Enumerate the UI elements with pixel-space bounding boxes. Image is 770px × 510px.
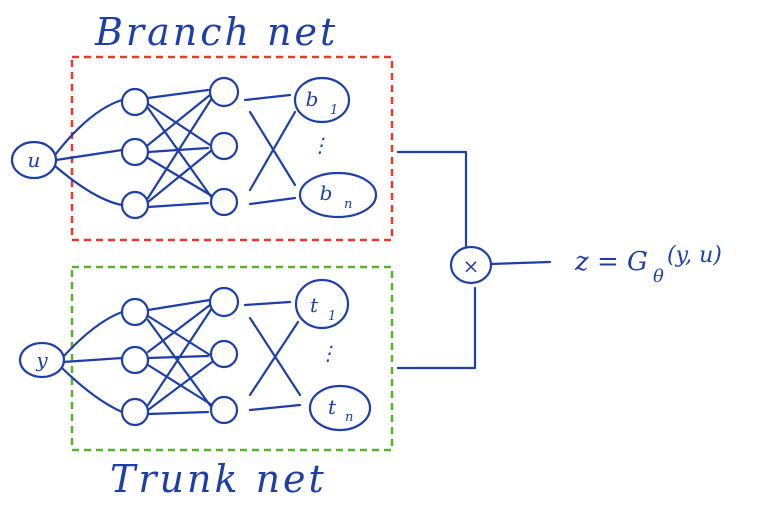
branch-net-title: Branch net — [94, 10, 338, 54]
branch-output-b1: b 1 — [293, 76, 351, 124]
equation-main: z = G — [574, 247, 648, 277]
branch-input-node: u — [10, 140, 58, 180]
branch-neuron — [208, 76, 240, 108]
trunk-net-box — [70, 265, 394, 452]
trunk-output-t1-label: t — [310, 293, 319, 317]
branch-net-box — [70, 55, 394, 242]
trunk-neuron — [209, 395, 239, 425]
branch-hidden-layer-1 — [120, 87, 150, 220]
trunk-input-label: y — [35, 348, 48, 372]
multiply-operator: × — [463, 254, 480, 278]
branch-output-bn-sub: n — [344, 197, 352, 212]
branch-output-b1-sub: 1 — [330, 103, 338, 118]
trunk-net-title: Trunk net — [110, 457, 327, 501]
branch-output-ellipsis: ⋮ — [310, 133, 330, 157]
result-line — [488, 260, 552, 266]
trunk-output-tn: t n — [308, 384, 372, 432]
trunk-output-t1: t 1 — [294, 278, 350, 330]
equation-subscript: θ — [653, 266, 664, 287]
trunk-output-t1-sub: 1 — [328, 309, 336, 324]
branch-neuron — [120, 137, 150, 167]
trunk-neuron — [120, 297, 150, 327]
branch-neuron — [120, 190, 150, 220]
branch-neuron — [120, 87, 150, 117]
result-equation: z = G θ (y, u) — [574, 243, 722, 287]
branch-output-b1-label: b — [306, 87, 319, 111]
trunk-neuron — [120, 345, 150, 375]
branch-edges — [53, 88, 468, 254]
trunk-output-ellipsis: ⋮ — [318, 341, 338, 365]
branch-neuron — [209, 187, 239, 217]
trunk-input-node: y — [18, 341, 66, 379]
trunk-hidden-layer-1 — [120, 297, 150, 427]
branch-hidden-layer-2 — [208, 76, 240, 217]
multiply-node: × — [449, 245, 493, 285]
equation-arguments: (y, u) — [667, 243, 722, 268]
branch-neuron — [209, 131, 239, 161]
branch-output-bn-label: b — [320, 181, 333, 205]
branch-output-bn: b n — [298, 171, 378, 219]
trunk-output-tn-label: t — [328, 395, 337, 419]
trunk-neuron — [209, 339, 239, 369]
branch-input-label: u — [28, 148, 41, 172]
trunk-neuron — [208, 286, 240, 318]
trunk-neuron — [120, 397, 150, 427]
trunk-output-tn-sub: n — [345, 410, 353, 425]
trunk-edges — [60, 286, 477, 416]
trunk-hidden-layer-2 — [208, 286, 240, 425]
